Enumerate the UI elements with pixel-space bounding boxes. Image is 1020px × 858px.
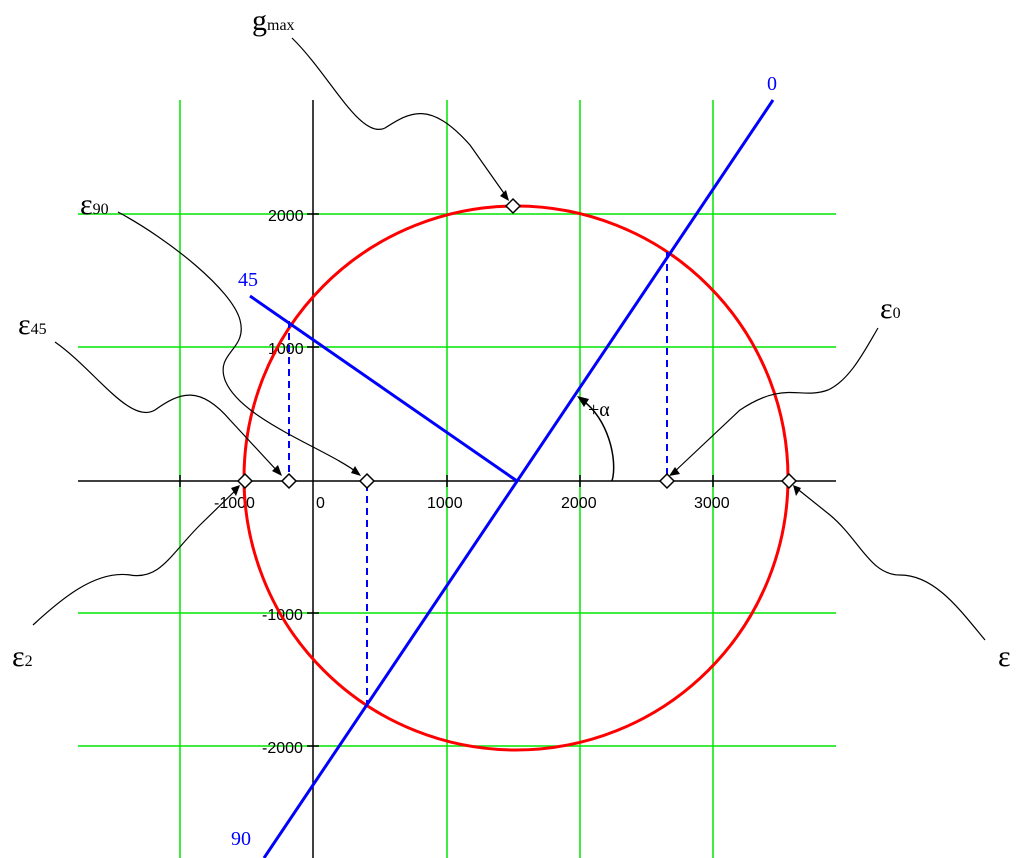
line-label-0: 0 — [767, 73, 777, 95]
arrowhead — [351, 466, 361, 476]
arrowhead — [793, 485, 801, 496]
callout-eps0: ε0 — [880, 292, 901, 325]
angle-label: +α — [588, 399, 610, 421]
x-tick-labels: -1000 0 1000 2000 3000 — [214, 495, 730, 512]
marker-eps2 — [236, 472, 254, 490]
leader-lines — [32, 37, 986, 641]
callout-eps2-sub: 2 — [25, 653, 33, 670]
arrowhead — [669, 467, 680, 476]
callout-eps1: ε — [998, 640, 1011, 673]
mohr-circle — [242, 204, 790, 752]
arrowhead — [500, 190, 509, 201]
leader-eps90 — [117, 211, 360, 475]
callout-eps45-sub: 45 — [31, 321, 47, 338]
x-tick-label: 1000 — [427, 495, 463, 512]
axes — [78, 100, 836, 858]
callout-gmax-sub: max — [267, 17, 295, 34]
leader-eps1 — [794, 486, 986, 641]
marker-eps0 — [658, 472, 676, 490]
y-tick-label: -2000 — [262, 740, 303, 757]
leader-eps45 — [54, 341, 281, 475]
callout-eps45: ε45 — [18, 308, 47, 341]
marker-eps1 — [780, 472, 798, 490]
callout-eps2-main: ε — [12, 640, 25, 673]
blue-lines — [249, 99, 775, 858]
callout-eps0-sub: 0 — [893, 305, 901, 322]
arrowhead — [231, 485, 240, 496]
x-tick-label: -1000 — [214, 495, 255, 512]
y-tick-label: 2000 — [268, 208, 304, 225]
callout-gmax: gmax — [252, 4, 295, 37]
dashed-projections — [288, 252, 668, 706]
x-tick-label: 2000 — [561, 495, 597, 512]
leader-arrowheads — [231, 190, 801, 496]
marker-eps90 — [358, 472, 376, 490]
leader-eps0 — [671, 327, 879, 475]
callout-gmax-main: g — [252, 4, 267, 37]
callout-eps1-main: ε — [998, 640, 1011, 673]
callout-eps90: ε90 — [80, 188, 109, 221]
marker-eps45 — [280, 472, 298, 490]
marker-gmax — [504, 197, 522, 215]
line-label-90: 90 — [231, 828, 251, 850]
callout-eps45-main: ε — [18, 308, 31, 341]
arrowhead — [272, 465, 282, 476]
line-0-90 — [262, 99, 775, 858]
leader-eps2 — [32, 486, 240, 626]
angle-arc — [581, 399, 615, 482]
leader-gmax — [291, 37, 509, 200]
axis-ticks — [179, 213, 714, 747]
x-tick-label: 0 — [316, 495, 325, 512]
markers — [236, 197, 798, 490]
callout-eps90-sub: 90 — [93, 201, 109, 218]
callout-eps2: ε2 — [12, 640, 33, 673]
line-45 — [249, 294, 518, 483]
angle-arrowhead — [577, 396, 589, 407]
line-label-45: 45 — [238, 269, 258, 291]
callout-eps0-main: ε — [880, 292, 893, 325]
callout-eps90-main: ε — [80, 188, 93, 221]
x-tick-label: 3000 — [694, 495, 730, 512]
